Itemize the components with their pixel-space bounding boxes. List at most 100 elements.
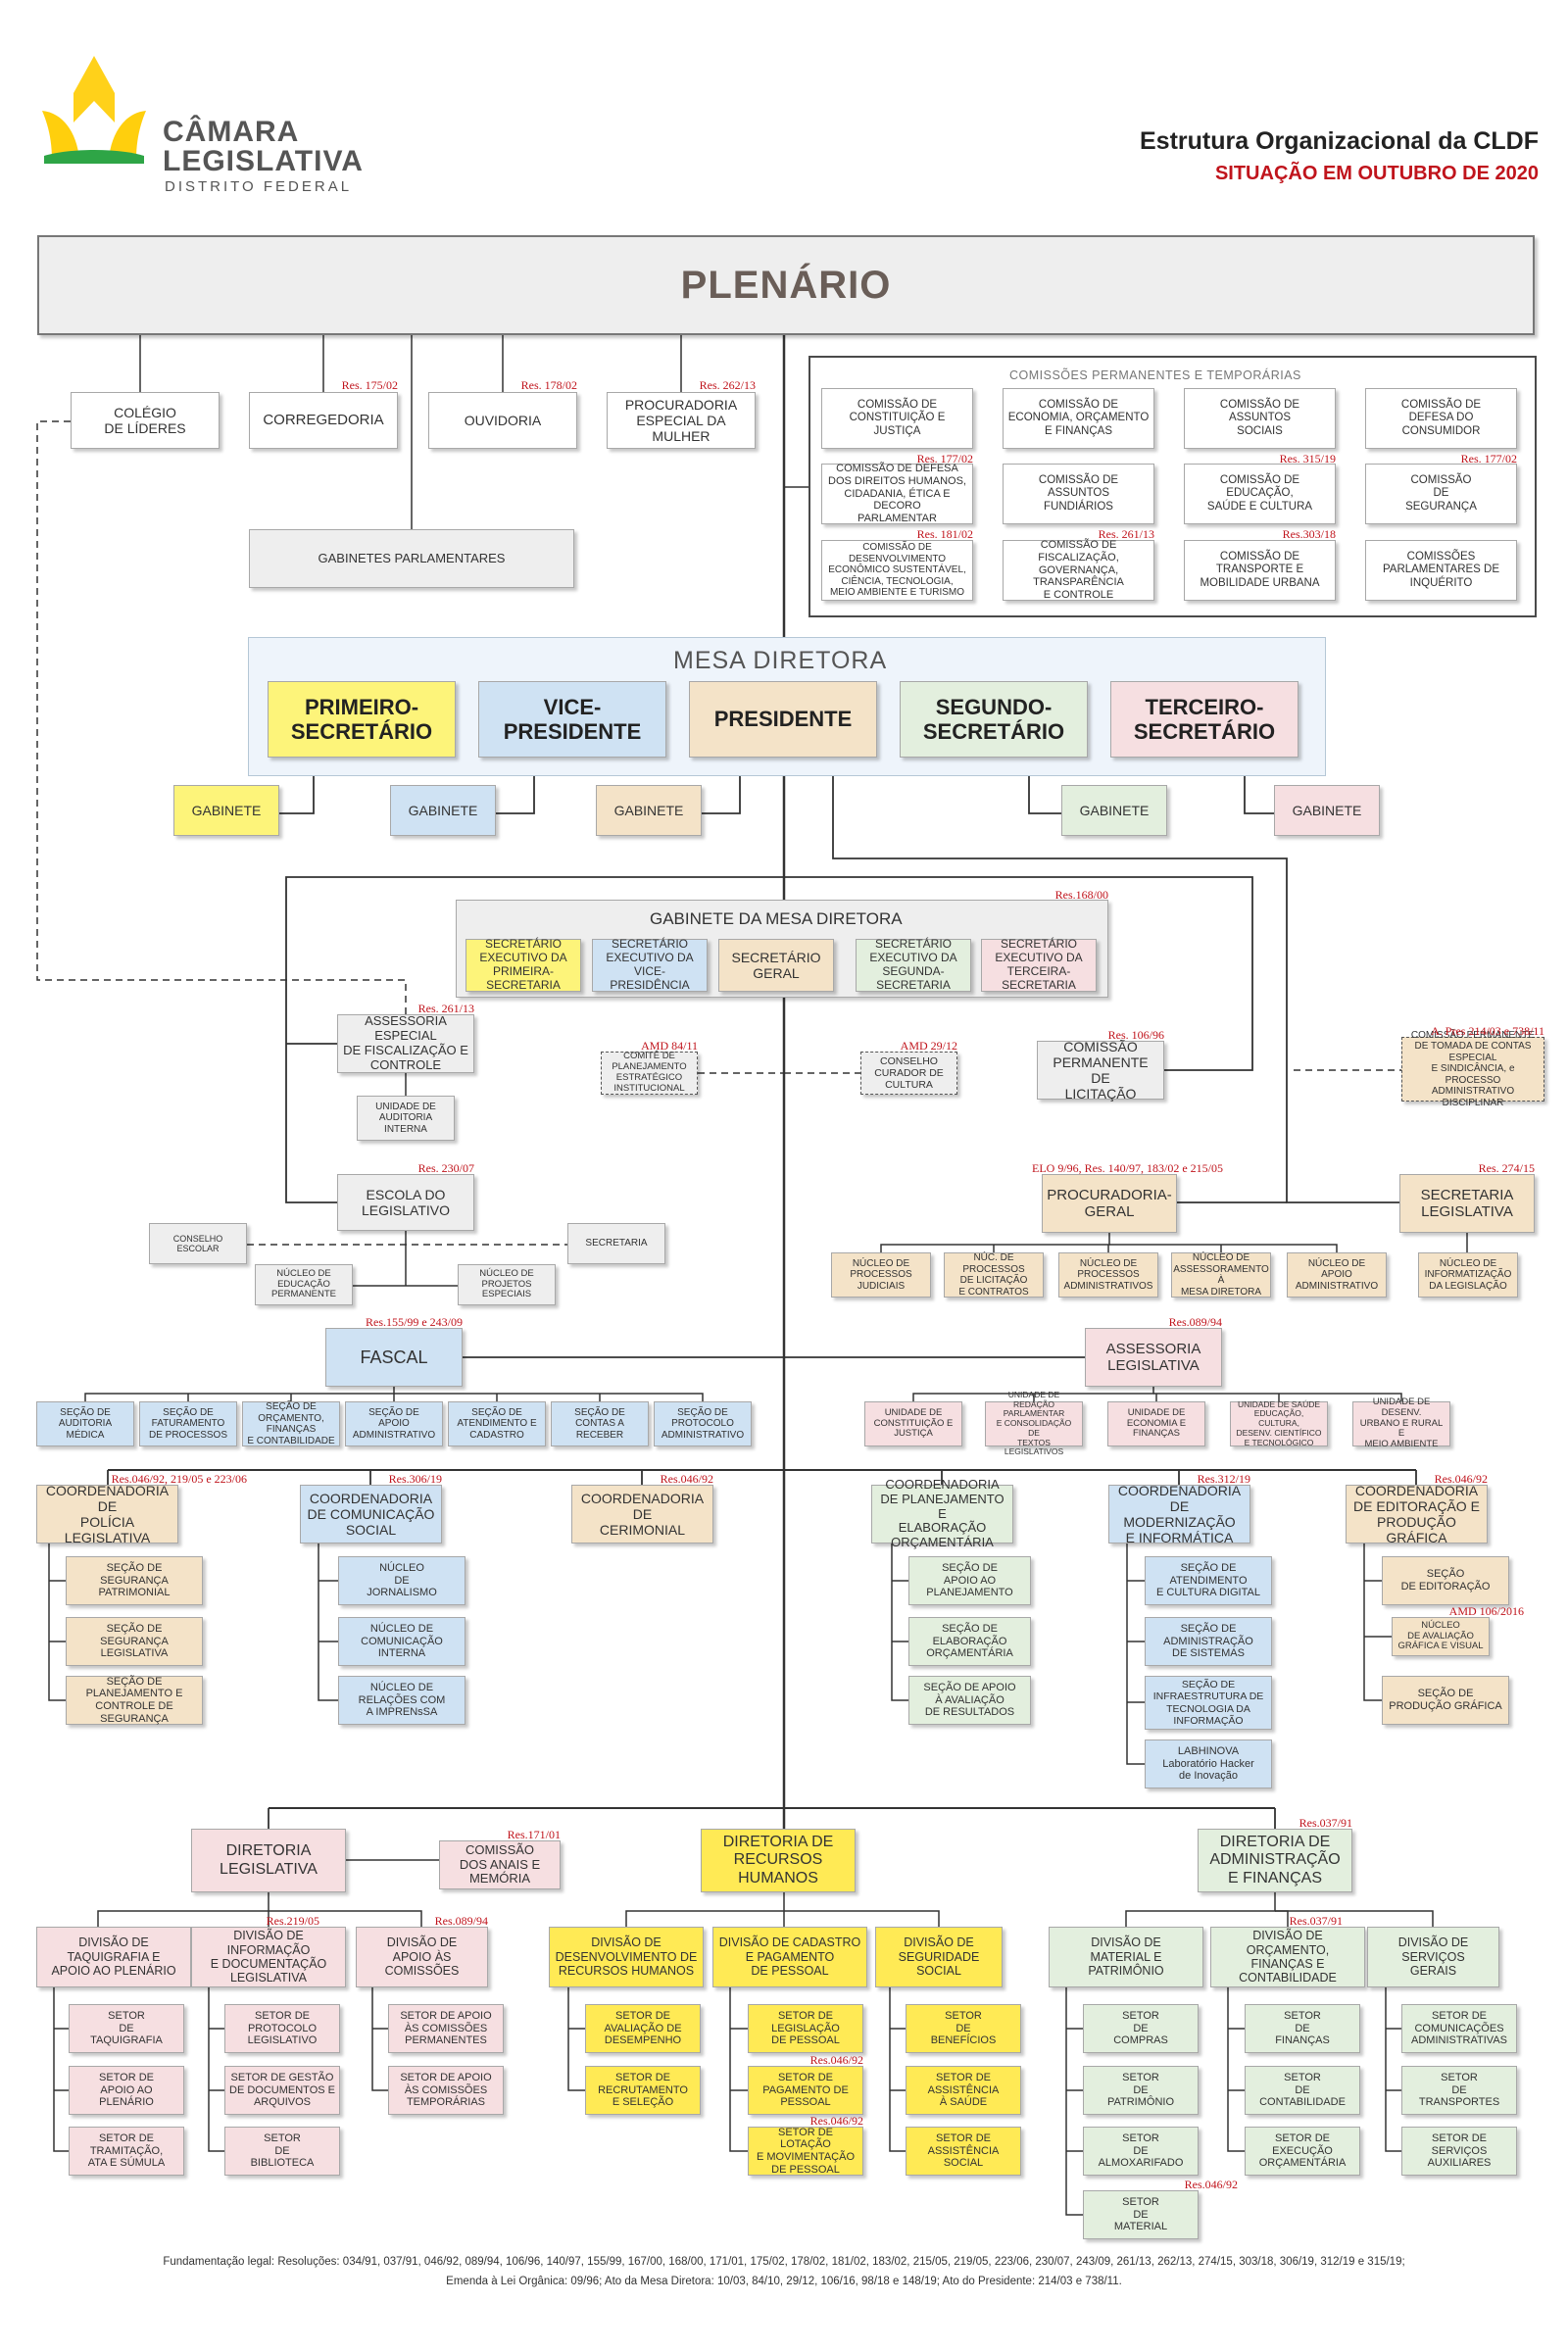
corregedoria-box[interactable]: CORREGEDORIA: [249, 392, 398, 449]
se-primeira-box[interactable]: SECRETÁRIO EXECUTIVO DA PRIMEIRA-SECRETA…: [466, 938, 581, 992]
dl-taquigrafia-box[interactable]: DIVISÃO DE TAQUIGRAFIA E APOIO AO PLENÁR…: [36, 1927, 191, 1987]
st-taquigrafia-box[interactable]: SETOR DE TAQUIGRAFIA: [69, 2004, 184, 2053]
rh-social-box[interactable]: SETOR DE ASSISTÊNCIA SOCIAL: [906, 2127, 1021, 2176]
se-terceira-box[interactable]: SECRETÁRIO EXECUTIVO DA TERCEIRA-SECRETA…: [981, 938, 1097, 992]
secretaria-legislativa-box[interactable]: SECRETARIA LEGISLATIVA: [1399, 1174, 1535, 1233]
cpo-resultados-box[interactable]: SEÇÃO DE APOIO À AVALIAÇÃO DE RESULTADOS: [908, 1676, 1031, 1725]
plenario-box[interactable]: PLENÁRIO: [37, 235, 1535, 335]
coord-planejamento-box[interactable]: COORDENADORIA DE PLANEJAMENTO E ELABORAÇ…: [871, 1477, 1013, 1549]
procuradoria-geral-box[interactable]: PROCURADORIA- GERAL: [1042, 1174, 1177, 1233]
c-desenvolvimento-box[interactable]: COMISSÃO DE DESENVOLVIMENTO ECONÔMICO SU…: [821, 540, 973, 601]
st-tramitacao-box[interactable]: SETOR DE TRAMITAÇÃO, ATA E SÚMULA: [69, 2127, 184, 2176]
cm-atendimento-box[interactable]: SEÇÃO DE ATENDIMENTO E CULTURA DIGITAL: [1145, 1556, 1272, 1605]
al-urbano-box[interactable]: UNIDADE DE DESENV. URBANO E RURAL E MEIO…: [1352, 1396, 1450, 1449]
st-temporarias-box[interactable]: SETOR DE APOIO ÀS COMISSÕES TEMPORÁRIAS: [388, 2066, 504, 2115]
g5-box[interactable]: GABINETE: [1274, 785, 1380, 836]
da-contabilidade-box[interactable]: SETOR DE CONTABILIDADE: [1245, 2066, 1360, 2115]
se-vice-box[interactable]: SECRETÁRIO EXECUTIVO DA VICE-PRESIDÊNCIA: [592, 938, 708, 992]
c-transporte-box[interactable]: COMISSÃO DE TRANSPORTE E MOBILIDADE URBA…: [1184, 540, 1336, 601]
st-gestao-box[interactable]: SETOR DE GESTÃO DE DOCUMENTOS E ARQUIVOS: [224, 2066, 340, 2115]
se-segunda-box[interactable]: SECRETÁRIO EXECUTIVO DA SEGUNDA-SECRETAR…: [856, 938, 971, 992]
c-fundiarios-box[interactable]: COMISSÃO DE ASSUNTOS FUNDIÁRIOS: [1003, 464, 1154, 524]
cp-patrimonial-box[interactable]: SEÇÃO DE SEGURANÇA PATRIMONIAL: [66, 1556, 203, 1605]
cpl-box[interactable]: COMISSÃO PERMANENTE DE LICITAÇÃO: [1037, 1039, 1164, 1102]
pg-apoio-box[interactable]: NÚCLEO DE APOIO ADMINISTRATIVO: [1287, 1252, 1387, 1298]
colegio-box[interactable]: COLÉGIO DE LÍDERES: [71, 392, 220, 449]
fascal-box[interactable]: FASCAL: [325, 1328, 463, 1387]
c-seguranca-box[interactable]: COMISSÃO DE SEGURANÇA: [1365, 464, 1517, 524]
da-transportes-box[interactable]: SETOR DE TRANSPORTES: [1401, 2066, 1517, 2115]
c-constituicao-box[interactable]: COMISSÃO DE CONSTITUIÇÃO E JUSTIÇA: [821, 388, 973, 449]
rh-desenvolvimento-box[interactable]: DIVISÃO DE DESENVOLVIMENTO DE RECURSOS H…: [549, 1927, 704, 1987]
cc-imprensa-box[interactable]: NÚCLEO DE RELAÇÕES COM A IMPRENsSA: [338, 1676, 466, 1725]
rh-recrutamento-box[interactable]: SETOR DE RECRUTAMENTO E SELEÇÃO: [585, 2066, 701, 2115]
da-setor-material-box[interactable]: SETOR DE MATERIAL: [1083, 2190, 1199, 2239]
gabinetes-parlamentares-box[interactable]: GABINETES PARLAMENTARES: [249, 529, 574, 588]
rh-avaliacao-box[interactable]: SETOR DE AVALIAÇÃO DE DESEMPENHO: [585, 2004, 701, 2053]
assessoria-legislativa-box[interactable]: ASSESSORIA LEGISLATIVA: [1085, 1328, 1222, 1387]
al-redacao-box[interactable]: UNIDADE DE REDAÇÃO PARLAMENTAR E CONSOLI…: [985, 1390, 1083, 1456]
coord-editoracao-box[interactable]: COORDENADORIA DE EDITORAÇÃO E PRODUÇÃO G…: [1346, 1483, 1488, 1545]
pg-licitacao-box[interactable]: NÚC. DE PROCESSOS DE LICITAÇÃO E CONTRAT…: [944, 1252, 1044, 1298]
ouvidoria-box[interactable]: OUVIDORIA: [428, 392, 577, 449]
dl-informacao-box[interactable]: DIVISÃO DE INFORMAÇÃO E DOCUMENTAÇÃO LEG…: [191, 1927, 346, 1987]
dir-administracao-box[interactable]: DIRETORIA DE ADMINISTRAÇÃO E FINANÇAS: [1198, 1829, 1352, 1892]
c-educacao-box[interactable]: COMISSÃO DE EDUCAÇÃO, SAÚDE E CULTURA: [1184, 464, 1336, 524]
al-constituicao-box[interactable]: UNIDADE DE CONSTITUIÇÃO E JUSTIÇA: [864, 1401, 962, 1446]
ce-producao-box[interactable]: SEÇÃO DE PRODUÇÃO GRÁFICA: [1382, 1676, 1509, 1725]
cp-legislativa-box[interactable]: SEÇÃO DE SEGURANÇA LEGISLATIVA: [66, 1617, 203, 1666]
pg-mesa-box[interactable]: NÚCLEO DE ASSESSORAMENTO À MESA DIRETORA: [1171, 1252, 1271, 1298]
f-faturamento-box[interactable]: SEÇÃO DE FATURAMENTO DE PROCESSOS: [139, 1401, 237, 1446]
pg-judiciais-box[interactable]: NÚCLEO DE PROCESSOS JUDICIAIS: [831, 1252, 931, 1298]
conselho-escolar-box[interactable]: CONSELHO ESCOLAR: [149, 1223, 247, 1264]
coord-policia-box[interactable]: COORDENADORIA DE POLÍCIA LEGISLATIVA: [36, 1483, 178, 1545]
nucleo-projetos-box[interactable]: NÚCLEO DE PROJETOS ESPECIAIS: [458, 1264, 556, 1305]
st-protocolo-box[interactable]: SETOR DE PROTOCOLO LEGISLATIVO: [224, 2004, 340, 2053]
da-auxiliares-box[interactable]: SETOR DE SERVIÇOS AUXILIARES: [1401, 2127, 1517, 2176]
comissao-anais-box[interactable]: COMISSÃO DOS ANAIS E MEMÓRIA: [439, 1840, 561, 1889]
m-presidente-box[interactable]: PRESIDENTE: [689, 681, 877, 758]
al-economia-box[interactable]: UNIDADE DE ECONOMIA E FINANÇAS: [1107, 1401, 1205, 1446]
sl-informatizacao-box[interactable]: NÚCLEO DE INFORMATIZAÇÃO DA LEGISLAÇÃO: [1418, 1252, 1518, 1298]
da-compras-box[interactable]: SETOR DE COMPRAS: [1083, 2004, 1199, 2053]
m-primeiro-box[interactable]: PRIMEIRO- SECRETÁRIO: [268, 681, 456, 758]
m-segundo-box[interactable]: SEGUNDO- SECRETÁRIO: [900, 681, 1088, 758]
escola-secretaria-box[interactable]: SECRETARIA: [567, 1223, 665, 1264]
f-orcamento-box[interactable]: SEÇÃO DE ORÇAMENTO, FINANÇAS E CONTABILI…: [242, 1401, 340, 1446]
g4-box[interactable]: GABINETE: [1061, 785, 1167, 836]
cpo-apoio-box[interactable]: SEÇÃO DE APOIO AO PLANEJAMENTO: [908, 1556, 1031, 1605]
g1-box[interactable]: GABINETE: [173, 785, 279, 836]
c-economia-box[interactable]: COMISSÃO DE ECONOMIA, ORÇAMENTO E FINANÇ…: [1003, 388, 1154, 449]
cp-planejamento-box[interactable]: SEÇÃO DE PLANEJAMENTO E CONTROLE DE SEGU…: [66, 1676, 203, 1725]
st-permanentes-box[interactable]: SETOR DE APOIO ÀS COMISSÕES PERMANENTES: [388, 2004, 504, 2053]
g3-box[interactable]: GABINETE: [596, 785, 702, 836]
dir-rh-box[interactable]: DIRETORIA DE RECURSOS HUMANOS: [701, 1829, 856, 1892]
c-fiscalizacao-box[interactable]: COMISSÃO DE FISCALIZAÇÃO, GOVERNANÇA, TR…: [1003, 539, 1154, 601]
coord-comunicacao-box[interactable]: COORDENADORIA DE COMUNICAÇÃO SOCIAL: [300, 1485, 442, 1544]
rh-saude-box[interactable]: SETOR DE ASSISTÊNCIA À SAÚDE: [906, 2066, 1021, 2115]
g2-box[interactable]: GABINETE: [390, 785, 496, 836]
assessoria-fiscalizacao-box[interactable]: ASSESSORIA ESPECIAL DE FISCALIZAÇÃO E CO…: [337, 1013, 474, 1073]
c-cpi-box[interactable]: COMISSÕES PARLAMENTARES DE INQUÉRITO: [1365, 540, 1517, 601]
da-material-box[interactable]: DIVISÃO DE MATERIAL E PATRIMÔNIO: [1049, 1927, 1203, 1987]
da-execucao-box[interactable]: SETOR DE EXECUÇÃO ORÇAMENTÁRIA: [1245, 2127, 1360, 2176]
f-auditoria-box[interactable]: SEÇÃO DE AUDITORIA MÉDICA: [36, 1401, 134, 1446]
cc-jornalismo-box[interactable]: NÚCLEO DE JORNALISMO: [338, 1556, 466, 1605]
coord-modernizacao-box[interactable]: COORDENADORIA DE MODERNIZAÇÃO E INFORMÁT…: [1108, 1483, 1250, 1545]
ce-editoracao-box[interactable]: SEÇÃO DE EDITORAÇÃO: [1382, 1556, 1509, 1605]
cc-interna-box[interactable]: NÚCLEO DE COMUNICAÇÃO INTERNA: [338, 1617, 466, 1666]
da-comunicacoes-box[interactable]: SETOR DE COMUNICAÇÕES ADMINISTRATIVAS: [1401, 2004, 1517, 2053]
cm-labhinova-box[interactable]: LABHINOVA Laboratório Hacker de Inovação: [1145, 1740, 1272, 1788]
m-terceiro-box[interactable]: TERCEIRO- SECRETÁRIO: [1110, 681, 1298, 758]
dir-legislativa-box[interactable]: DIRETORIA LEGISLATIVA: [191, 1829, 346, 1892]
c-direitos-humanos-box[interactable]: COMISSÃO DE DEFESA DOS DIREITOS HUMANOS,…: [821, 463, 973, 524]
f-atendimento-box[interactable]: SEÇÃO DE ATENDIMENTO E CADASTRO: [448, 1401, 546, 1446]
c-consumidor-box[interactable]: COMISSÃO DE DEFESA DO CONSUMIDOR: [1365, 388, 1517, 449]
f-contas-box[interactable]: SEÇÃO DE CONTAS A RECEBER: [551, 1401, 649, 1446]
f-protocolo-box[interactable]: SEÇÃO DE PROTOCOLO ADMINISTRATIVO: [654, 1401, 752, 1446]
ce-avaliacao-box[interactable]: NÚCLEO DE AVALIAÇÃO GRÁFICA E VISUAL: [1392, 1617, 1490, 1656]
comite-planejamento-box[interactable]: COMITÊ DE PLANEJAMENTO ESTRATÉGICO INSTI…: [601, 1051, 698, 1095]
da-servicos-box[interactable]: DIVISÃO DE SERVIÇOS GERAIS: [1367, 1927, 1499, 1987]
al-saude-box[interactable]: UNIDADE DE SAÚDE EDUCAÇÃO, CULTURA, DESE…: [1230, 1399, 1328, 1447]
da-orcamento-box[interactable]: DIVISÃO DE ORÇAMENTO, FINANÇAS E CONTABI…: [1210, 1927, 1365, 1987]
